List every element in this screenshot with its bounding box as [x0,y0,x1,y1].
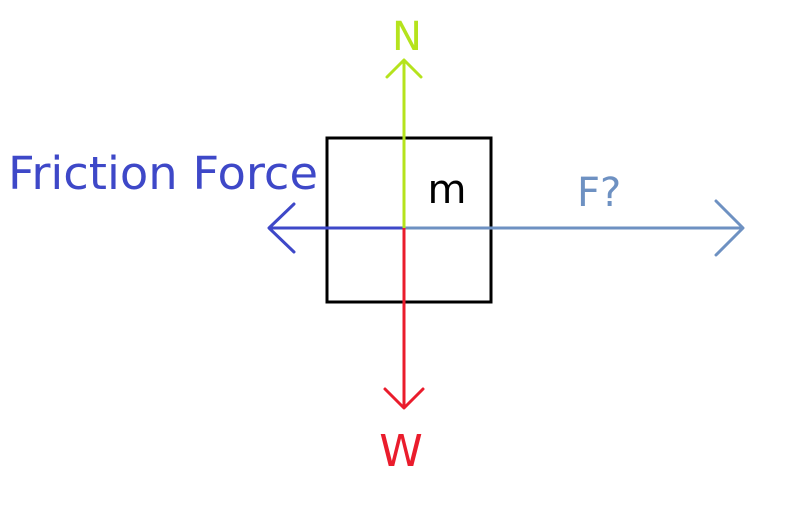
weight-label: W [379,426,423,477]
applied-force-label: F? [577,170,621,216]
normal-force-arrow [385,58,423,228]
friction-force-label: Friction Force [8,147,318,200]
normal-force-label: N [392,14,422,60]
mass-box [325,136,493,304]
applied-force-arrow [404,199,745,257]
mass-label: m [428,167,467,213]
friction-force-arrow [267,202,404,254]
weight-arrow [383,228,425,410]
